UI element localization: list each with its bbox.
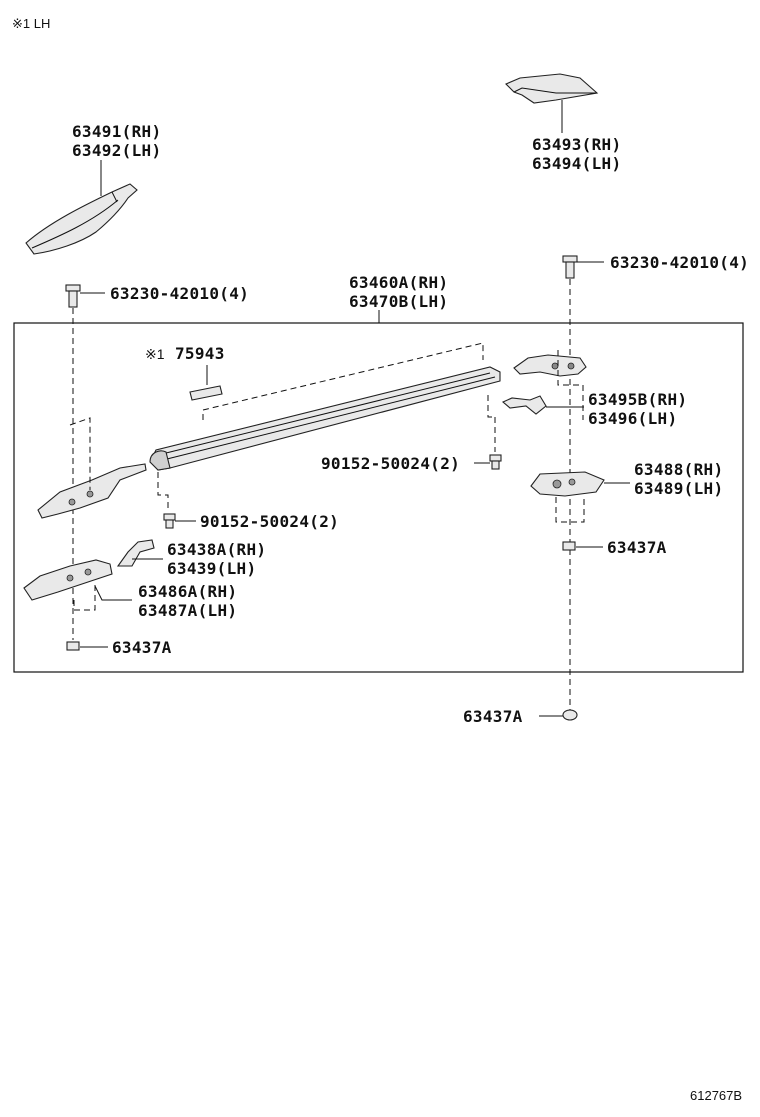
nut-right-inner-part <box>562 541 576 551</box>
rail-dashed-outline <box>202 342 484 420</box>
label-rear-top-bracket-lh: 63496(LH) <box>588 409 677 428</box>
front-support-part <box>23 559 113 601</box>
front-cover-part <box>25 183 138 255</box>
label-nut-right-inner: 63437A <box>607 538 667 557</box>
rear-bracket-clip-part <box>501 395 547 415</box>
label-bolt-left: 63230-42010(4) <box>110 284 249 303</box>
label-rail-rh: 63460A(RH) <box>349 273 448 292</box>
front-bracket-part <box>116 539 155 567</box>
label-bolt-right: 63230-42010(4) <box>610 253 749 272</box>
bolt-left-part <box>65 284 81 308</box>
rear-cover-part <box>505 73 599 104</box>
header-note: ※1 LH <box>12 16 50 31</box>
label-sticker-part <box>189 385 223 401</box>
label-front-support-lh: 63487A(LH) <box>138 601 237 620</box>
label-part-number: 75943 <box>175 344 225 363</box>
label-screw-left: 90152-50024(2) <box>200 512 339 531</box>
label-rail-lh: 63470B(LH) <box>349 292 448 311</box>
label-front-cover-lh: 63492(LH) <box>72 141 161 160</box>
axis-left-upper <box>69 417 91 490</box>
label-screw-right: 90152-50024(2) <box>321 454 460 473</box>
label-front-support-rh: 63486A(RH) <box>138 582 237 601</box>
bolt-right-part <box>562 255 578 279</box>
label-rear-support-lh: 63489(LH) <box>634 479 723 498</box>
diagram-code: 612767B <box>690 1088 742 1103</box>
axis-right-support <box>555 497 585 523</box>
screw-left-part <box>163 513 176 529</box>
leader-front-support <box>94 585 132 601</box>
label-nut-left: 63437A <box>112 638 172 657</box>
label-part-ref: ※1 <box>145 346 165 362</box>
rear-top-bracket-part <box>513 354 587 377</box>
rear-support-part <box>530 471 605 497</box>
label-front-cover-rh: 63491(RH) <box>72 122 161 141</box>
front-upper-support-part <box>37 463 147 519</box>
label-front-bracket-rh: 63438A(RH) <box>167 540 266 559</box>
rail-dashed-screw-left <box>157 472 169 512</box>
nut-right-outer-part <box>562 709 578 721</box>
label-nut-right-outer: 63437A <box>463 707 523 726</box>
label-rear-cover-rh: 63493(RH) <box>532 135 621 154</box>
axis-left-lower <box>73 582 96 611</box>
label-rear-cover-lh: 63494(LH) <box>532 154 621 173</box>
rail-dashed-end <box>487 395 495 418</box>
label-rear-support-rh: 63488(RH) <box>634 460 723 479</box>
roof-rail-part <box>149 366 501 471</box>
nut-left-part <box>66 641 80 651</box>
label-rear-top-bracket-rh: 63495B(RH) <box>588 390 687 409</box>
label-front-bracket-lh: 63439(LH) <box>167 559 256 578</box>
screw-right-part <box>489 454 502 470</box>
